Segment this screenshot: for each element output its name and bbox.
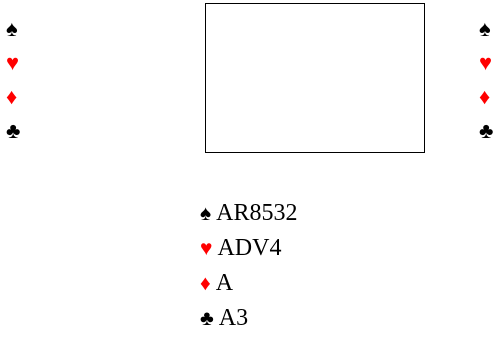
east-diamond-icon: ♦ xyxy=(479,84,491,109)
south-diamonds-row: ♦A xyxy=(200,266,298,301)
east-spade-icon: ♠ xyxy=(479,16,491,41)
south-diamonds-cards: A xyxy=(215,270,234,296)
south-clubs-row: ♣A3 xyxy=(200,301,298,336)
south-spade-icon: ♠ xyxy=(200,201,212,225)
east-heart-icon: ♥ xyxy=(479,50,493,75)
south-spades-row: ♠AR8532 xyxy=(200,196,298,231)
south-diamond-icon: ♦ xyxy=(200,271,211,295)
west-club-icon: ♣ xyxy=(6,118,21,143)
west-diamond-icon: ♦ xyxy=(6,84,18,109)
west-spade-icon: ♠ xyxy=(6,16,18,41)
table-box xyxy=(205,3,425,153)
east-hand: ♠ ♥ ♦ ♣ xyxy=(479,12,493,148)
east-club-icon: ♣ xyxy=(479,118,494,143)
south-club-icon: ♣ xyxy=(200,306,214,330)
south-clubs-cards: A3 xyxy=(218,305,249,331)
south-hearts-cards: ADV4 xyxy=(217,235,282,261)
south-spades-cards: AR8532 xyxy=(216,200,298,226)
south-hearts-row: ♥ADV4 xyxy=(200,231,298,266)
west-heart-icon: ♥ xyxy=(6,50,20,75)
west-hand: ♠ ♥ ♦ ♣ xyxy=(6,12,20,148)
south-hand: ♠AR8532 ♥ADV4 ♦A ♣A3 xyxy=(200,196,298,336)
south-heart-icon: ♥ xyxy=(200,236,213,260)
